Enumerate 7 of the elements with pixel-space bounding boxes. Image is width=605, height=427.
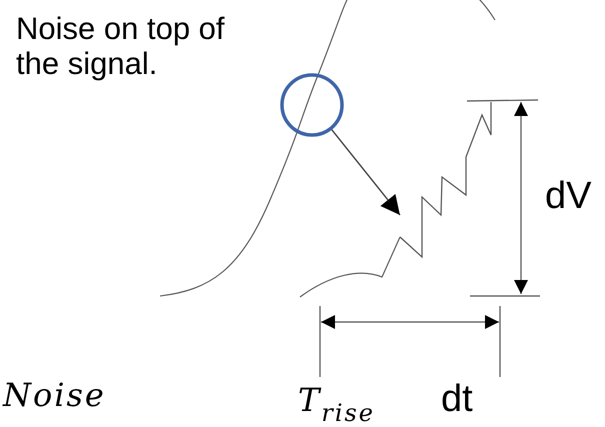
highlight-circle xyxy=(280,73,344,137)
note-text: Noise on top of the signal. xyxy=(16,12,248,82)
dimension-label: dV xyxy=(545,175,592,218)
dimension-label: dt xyxy=(441,378,473,421)
arrow xyxy=(330,128,401,216)
variable-label: Noise xyxy=(1,378,107,416)
variable-label: T$_{rise}$ xyxy=(297,383,376,427)
